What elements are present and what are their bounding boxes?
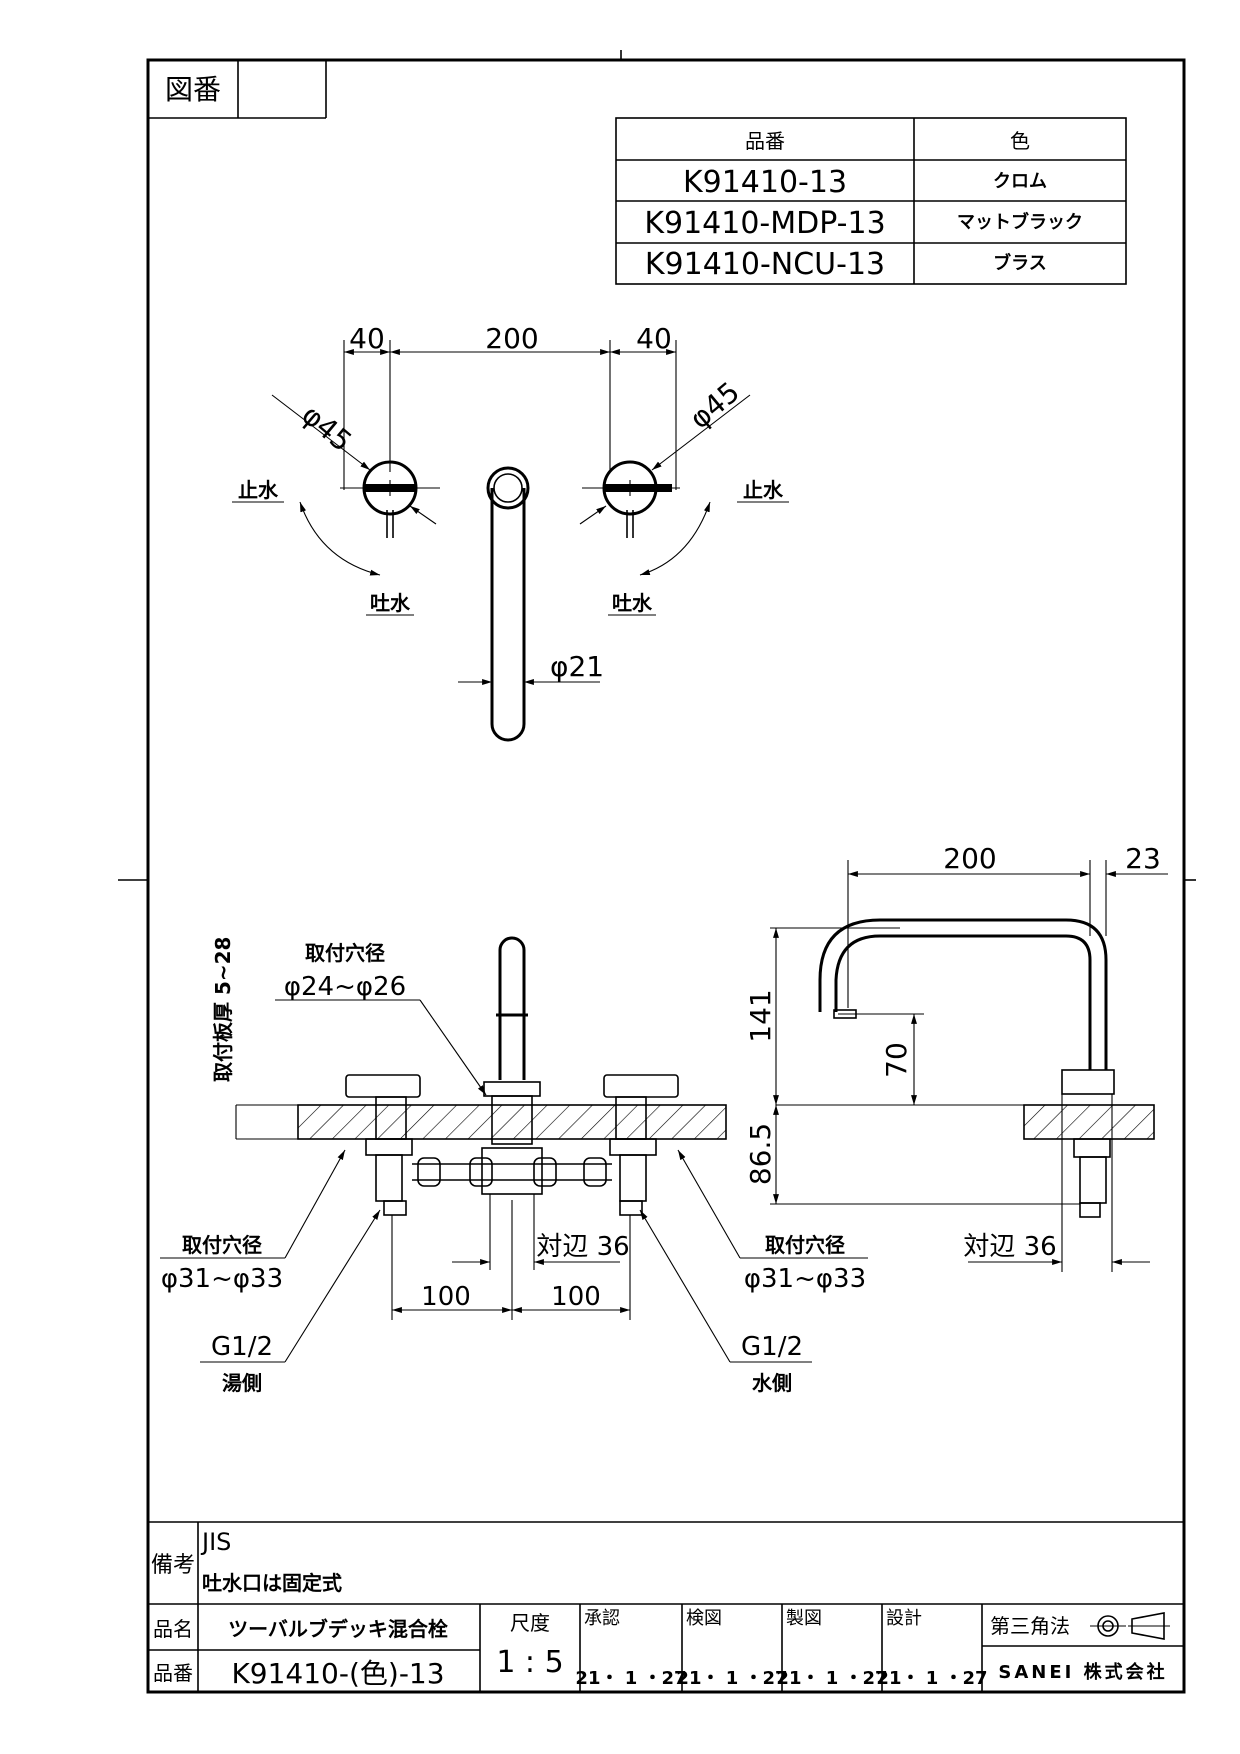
- hole-right-value: φ31~φ33: [744, 1264, 866, 1294]
- thread-left: G1/2: [211, 1332, 273, 1362]
- third-angle-projection-icon: [1090, 1612, 1170, 1640]
- color-table: 品番 色 K91410-13 クロム K91410-MDP-13 マットブラック…: [615, 117, 1127, 285]
- dim-top-right: 40: [636, 322, 672, 355]
- header-color: 色: [1010, 129, 1030, 153]
- dim-top-left: 40: [349, 322, 385, 355]
- company-name: SANEI 株式会社: [998, 1661, 1167, 1683]
- dim-reach: 200: [943, 842, 996, 875]
- title-block: 備考 JIS 吐水口は固定式 品名 ツーバルブデッキ混合栓 品番 K91410-…: [148, 1521, 1184, 1692]
- drawing-no-label: 図番: [165, 73, 221, 106]
- side-view: 200 23 141 70 86.5 対辺 36: [744, 842, 1168, 1272]
- remarks-line: 吐水口は固定式: [202, 1571, 342, 1595]
- dim-height: 141: [744, 989, 777, 1042]
- drafting-date: 21・ 1 ・27: [776, 1668, 887, 1689]
- front-view: 取付板厚 5~28 取付穴径 φ24~φ26 取付穴径 φ31~φ33: [160, 936, 868, 1395]
- dia-right: φ45: [683, 375, 746, 435]
- design-date: 21・ 1 ・27: [876, 1668, 987, 1689]
- design-label: 設計: [886, 1608, 922, 1629]
- dia-spout: φ21: [550, 650, 604, 683]
- thread-right-side: 水側: [752, 1371, 792, 1395]
- discharge-right: 吐水: [612, 591, 653, 615]
- dim-spout-height: 70: [880, 1042, 913, 1078]
- hole-left-label: 取付穴径: [182, 1233, 262, 1257]
- drawing-number-box: 図番: [148, 60, 327, 119]
- row-color: クロム: [993, 171, 1047, 192]
- dia-left: φ45: [296, 398, 359, 458]
- product-no: K91410-(色)-13: [231, 1657, 444, 1690]
- product-name: ツーバルブデッキ混合栓: [228, 1617, 448, 1641]
- across-flats-front: 対辺 36: [536, 1232, 629, 1262]
- drafting-label: 製図: [786, 1608, 822, 1629]
- product-name-label: 品名: [153, 1617, 193, 1641]
- discharge-left: 吐水: [370, 591, 411, 615]
- remarks-line: JIS: [200, 1528, 231, 1556]
- stop-left: 止水: [238, 478, 279, 502]
- plate-thickness-label: 取付板厚 5~28: [211, 937, 235, 1082]
- check-label: 検図: [686, 1608, 722, 1629]
- thread-right: G1/2: [741, 1332, 803, 1362]
- scale-label: 尺度: [510, 1611, 550, 1635]
- remarks-label: 備考: [151, 1553, 195, 1578]
- dim-top-center: 200: [485, 322, 538, 355]
- sheet-border: [146, 58, 1186, 1694]
- row-part-no: K91410-13: [683, 165, 847, 200]
- row-color: マットブラック: [957, 211, 1083, 233]
- dim-below: 86.5: [744, 1123, 777, 1185]
- projection-label: 第三角法: [990, 1614, 1070, 1638]
- thread-left-side: 湯側: [222, 1371, 262, 1395]
- hole-right-label: 取付穴径: [765, 1233, 845, 1257]
- hole-center-label: 取付穴径: [305, 941, 385, 965]
- hole-center-value: φ24~φ26: [284, 972, 406, 1002]
- approval-label: 承認: [584, 1608, 620, 1629]
- check-date: 21・ 1 ・27: [676, 1668, 787, 1689]
- dim-front-right: 100: [551, 1282, 601, 1312]
- header-part-no: 品番: [745, 129, 785, 153]
- dim-offset: 23: [1125, 842, 1161, 875]
- approval-date: 21・ 1 ・27: [575, 1668, 686, 1689]
- stop-right: 止水: [743, 478, 784, 502]
- scale-value: 1 : 5: [496, 1645, 563, 1680]
- hole-left-value: φ31~φ33: [161, 1264, 283, 1294]
- row-color: ブラス: [993, 252, 1047, 274]
- row-part-no: K91410-NCU-13: [645, 247, 885, 282]
- row-part-no: K91410-MDP-13: [644, 206, 885, 241]
- product-no-label: 品番: [153, 1661, 193, 1685]
- top-view: 40 200 40 φ45 止水 吐水 φ21 φ45 止水: [232, 322, 789, 742]
- dim-front-left: 100: [421, 1282, 471, 1312]
- across-flats-side: 対辺 36: [963, 1232, 1056, 1262]
